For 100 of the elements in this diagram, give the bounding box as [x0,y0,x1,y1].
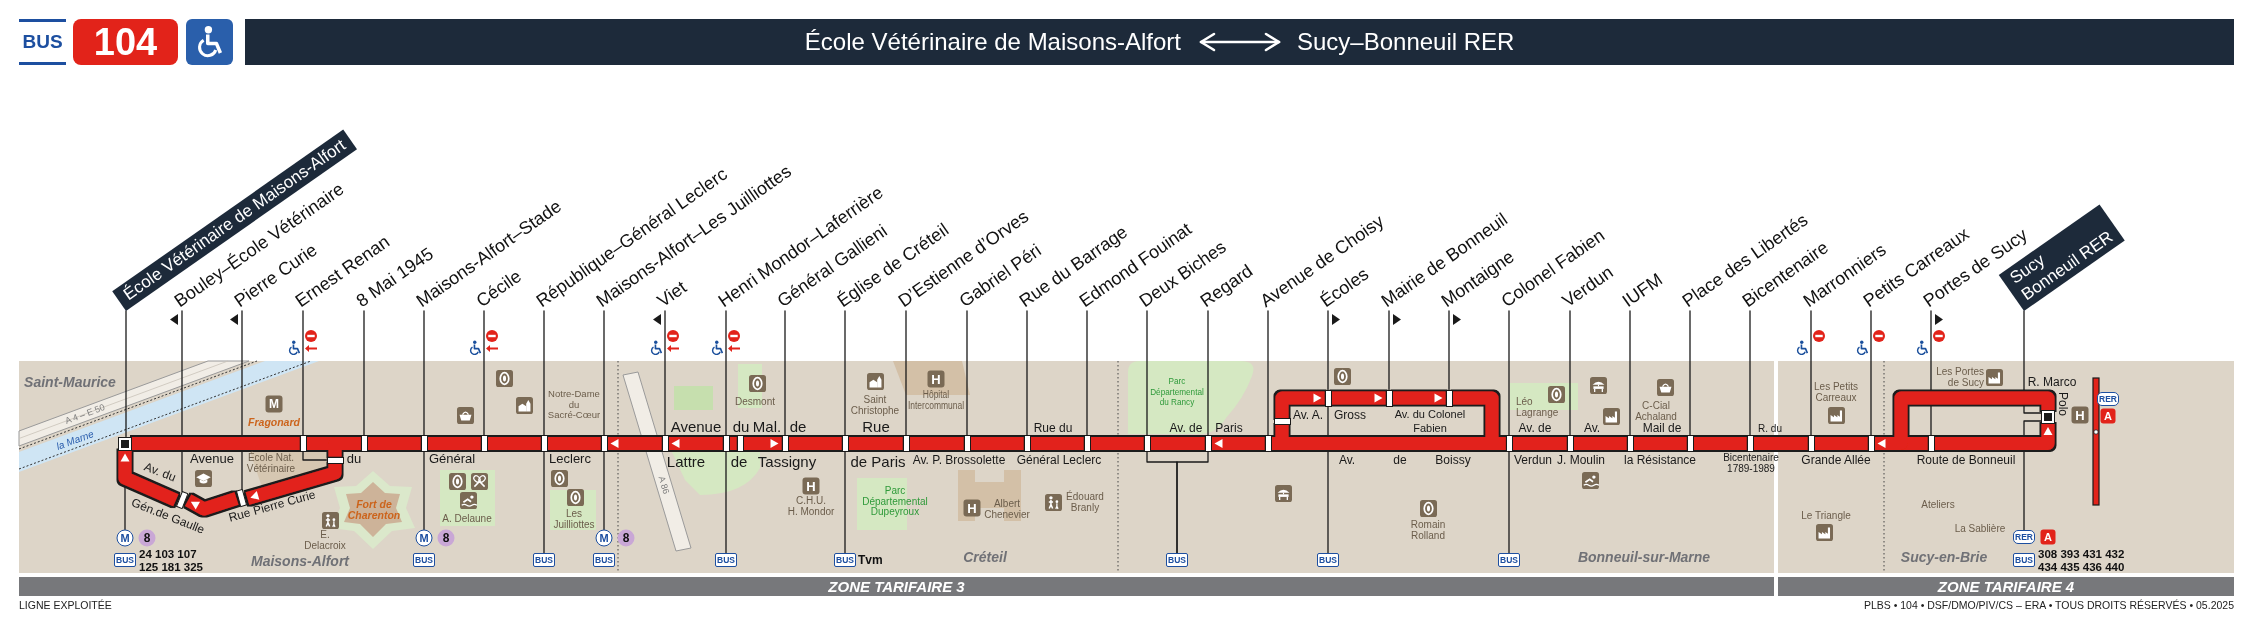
street-name: Mail de [1642,421,1682,435]
street-name: Av. du [142,459,178,485]
town-name: Maisons-Alfort [251,553,349,569]
leader-line [1207,310,1209,436]
line-number: 104 [73,19,178,65]
leader-line [966,310,968,436]
place-name: Romain Rolland [1410,519,1446,541]
stop-marker [963,435,971,452]
leader-line [181,310,183,492]
street-name: Lattre [666,452,706,470]
transfer-line [725,451,727,554]
leader-line [1026,310,1028,436]
transfer-line [2023,420,2042,531]
stop-marker [360,435,368,452]
park-name: Parc Départemental du Rancy [1150,376,1204,408]
stop-marker [1566,435,1574,452]
terminus-marker [2041,410,2055,424]
bus-route-segment [668,437,723,450]
bus-route-segment [1512,437,1567,450]
bus-route-segment [1753,437,1808,450]
highway-name: A 86 [656,474,672,496]
stop-marker [1385,389,1393,407]
street-name: Av. P. Brossolette [912,453,1006,467]
stop-marker [600,435,608,452]
bus-route-segment [607,437,662,450]
bus-route-segment [1090,437,1144,450]
leader-line [2023,310,2042,414]
place-name: Albert Chenevier [984,498,1030,520]
leader-line [1508,310,1510,436]
street-name: du [346,452,362,466]
street-name: la Résistance [1624,453,1696,467]
stop-marker [299,435,307,452]
stop-marker [1686,435,1694,452]
street-name: Rue du [1033,421,1073,435]
bus-mode-sign: BUS [19,19,66,65]
bus-symbol: BUS [1166,553,1188,567]
stop-marker [1927,435,1935,452]
town-name: Bonneuil-sur-Marne [1577,549,1711,565]
stop-marker [175,491,189,510]
stop-marker [236,489,248,508]
leader-line [844,310,846,436]
street-name: Tassigny [757,452,817,470]
leader-line [1388,310,1390,391]
bus-route-segment [132,437,300,450]
bus-symbol: BUS [834,553,856,567]
leader-line [1448,310,1450,391]
double-arrow [1199,32,1281,52]
place-name: Fragonard [248,416,300,428]
bus-route-segment [185,492,239,516]
leader-line [125,310,127,438]
pictogram-sign: M [265,395,283,413]
rer-line-badge: A [2040,529,2056,545]
street-name: Bicentenaire 1789-1989 [1723,452,1779,474]
place-name: Les Portes de Sucy [1936,366,1984,388]
bus-route-segment [729,437,737,450]
bus-route-segment [970,437,1024,450]
place-name: A. Delaune [442,513,492,525]
street-name: Leclerc [549,452,591,466]
leader-line [603,310,605,436]
street-name: R. du [1758,422,1782,434]
street-name: du [732,417,750,435]
place-name: Fort de Charenton [347,499,401,521]
transfer-line [1508,451,1510,554]
stop-marker [722,435,730,452]
bus-route-segment [1331,391,1386,405]
street-name: Route de Bonneuil [1916,453,2016,467]
street-name: Mal. [752,417,782,435]
bus-symbol: BUS [593,553,615,567]
river-name: la Marne [54,428,96,452]
leader-line [1146,310,1148,436]
place-name: Ateliers [1921,499,1955,511]
leader-line [725,310,727,436]
stop-marker [1264,435,1272,452]
street-name: Paris [1215,421,1243,435]
bus-route-segment [487,437,541,450]
stop-marker [661,435,669,452]
leader-line [1930,310,1932,436]
bus-route-segment [1693,437,1747,450]
stop-marker [420,435,428,452]
terminus-marker [118,436,132,451]
leader-line [543,310,545,436]
place-name: C.H.U. H. Mondor [787,495,835,517]
street-name: J. Moulin [1557,453,1605,467]
destination-title: École Vétérinaire de Maisons-Alfort [804,27,1201,57]
park-name: Parc Départemental Dupeyroux [862,486,928,518]
transfer-line [844,451,846,554]
highway-name: A 4 – E 50 [63,402,107,426]
hospital-symbol: H [927,370,945,388]
footer-text: PLBS • 104 • DSF/DMO/PIV/CS – ERA • TOUS DROITS RÉSERVÉS • 05.2025 [1863,598,2234,612]
town-name: Sucy-en-Brie [1900,549,1988,565]
bus-route-segment [1874,391,2055,450]
leader-line [1086,310,1088,436]
street-name: Rue [862,417,890,435]
bus-route-segment [1573,437,1627,450]
bus-route-segment [1211,437,1265,450]
fare-zone-bar: ZONE TARIFAIRE 4 [1778,577,2234,596]
stop-marker [1204,435,1212,452]
footer-text: LIGNE EXPLOITÉE [19,598,112,612]
stop-marker [480,435,488,452]
rer-symbol: RER [2013,530,2035,544]
